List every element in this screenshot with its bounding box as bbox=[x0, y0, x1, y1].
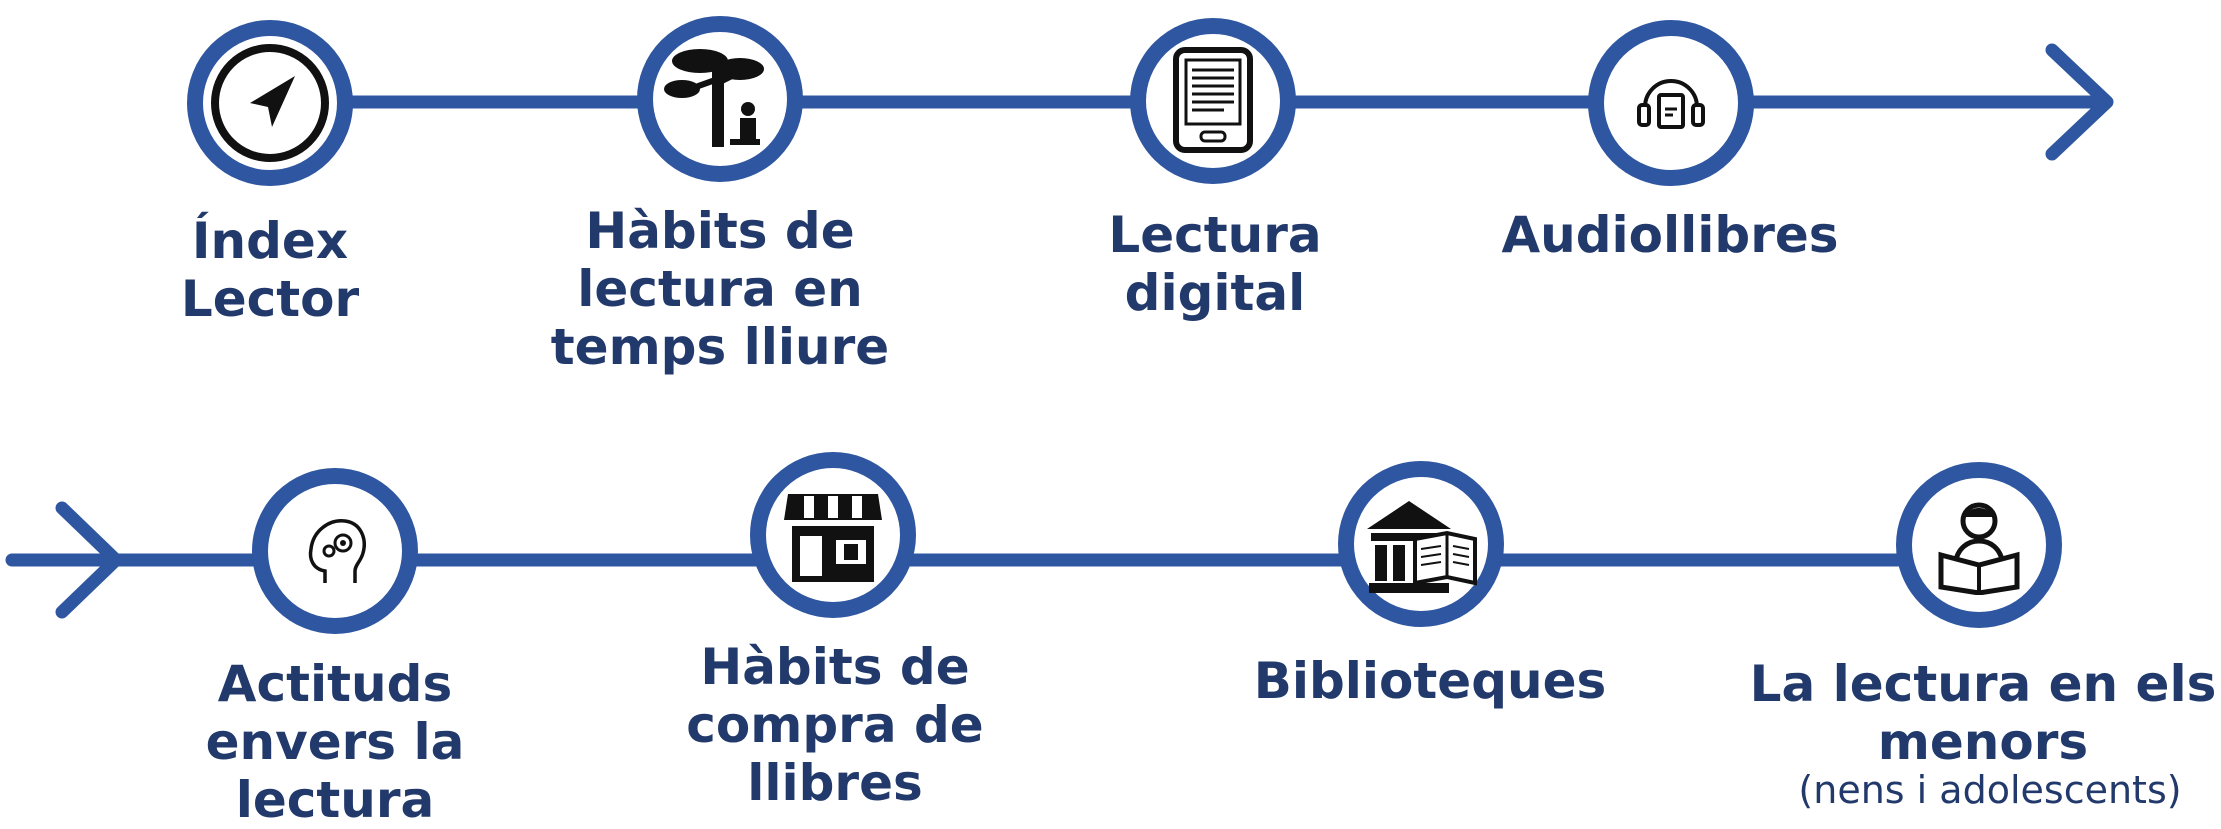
node-habits-lectura[interactable] bbox=[637, 16, 803, 182]
headphones-book-icon bbox=[1637, 79, 1705, 129]
head-gears-icon bbox=[308, 519, 366, 583]
bookshop-icon bbox=[784, 494, 882, 582]
row1-arrowhead bbox=[2045, 43, 2114, 161]
node-lectura-digital[interactable] bbox=[1130, 18, 1296, 184]
label-biblioteques: Biblioteques bbox=[1253, 652, 1607, 710]
label-lectura-menors: La lectura en els menors bbox=[1749, 655, 2217, 771]
label-index-lector: Índex Lector bbox=[180, 212, 360, 328]
sublabel-lectura-menors: (nens i adolescents) bbox=[1798, 768, 2182, 812]
ereader-icon bbox=[1173, 47, 1253, 153]
node-index-lector[interactable] bbox=[187, 20, 353, 186]
navigation-arrow-icon bbox=[211, 44, 329, 162]
child-reading-icon bbox=[1938, 502, 2020, 595]
label-actituds: Actituds envers la lectura bbox=[205, 655, 465, 829]
row2-arrowhead bbox=[55, 501, 123, 619]
tree-reader-icon bbox=[664, 49, 764, 147]
label-habits-lectura: Hàbits de lectura en temps lliure bbox=[550, 202, 890, 376]
node-audiollibres[interactable] bbox=[1588, 20, 1754, 186]
label-audiollibres: Audiollibres bbox=[1501, 206, 1839, 264]
node-habits-compra[interactable] bbox=[750, 452, 916, 618]
label-habits-compra: Hàbits de compra de llibres bbox=[686, 638, 984, 812]
node-biblioteques[interactable] bbox=[1338, 461, 1504, 627]
label-lectura-digital: Lectura digital bbox=[1108, 206, 1322, 322]
library-building-icon bbox=[1367, 501, 1477, 593]
node-lectura-menors[interactable] bbox=[1896, 462, 2062, 628]
node-actituds[interactable] bbox=[252, 468, 418, 634]
